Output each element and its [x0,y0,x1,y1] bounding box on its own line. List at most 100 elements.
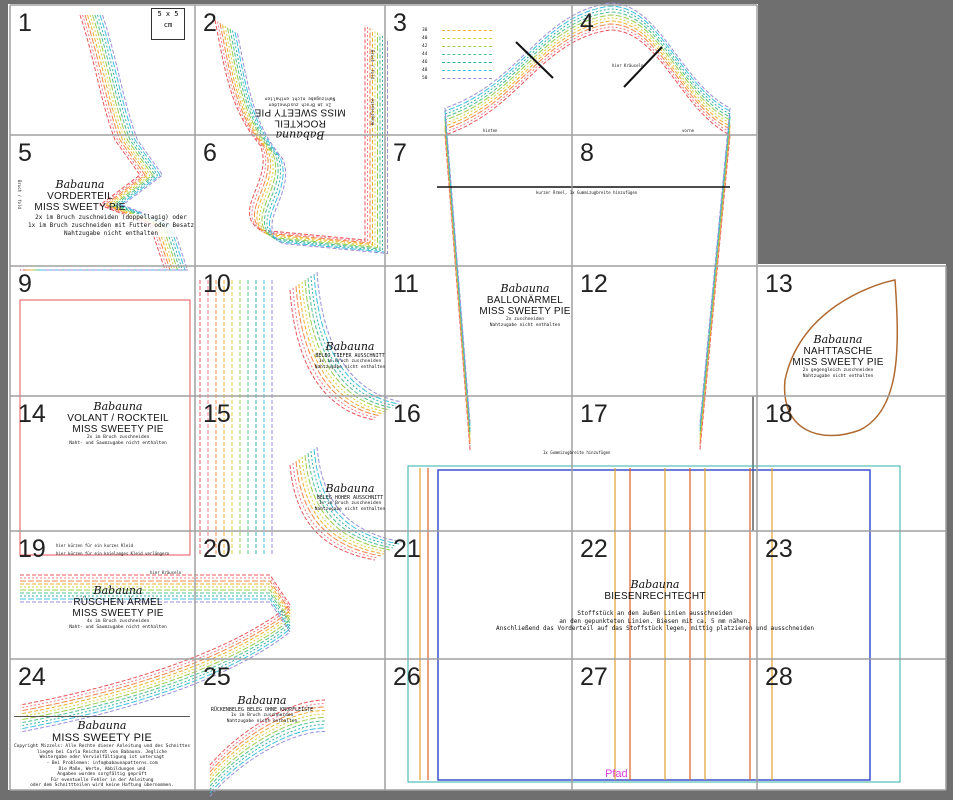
piece-note: Nahtzugabe nicht enthalten [264,95,336,101]
vorderteil-outline [30,14,176,271]
piece-label-nahttasche: Babauna NAHTTASCHE MISS SWEETY PIE 2x ge… [792,333,883,379]
rockteil-outline [229,28,381,250]
gather-label: hier Kräuseln [612,63,644,68]
ruckenbeleg-outline [209,731,326,797]
legend-line [442,37,492,39]
page-number: 20 [203,535,231,563]
path-label[interactable]: Pfad [605,768,628,780]
piece-note: Naht- und Saumzugabe nicht enthalten [69,624,167,630]
piece-note: 1x im Bruch zuschneiden [318,501,382,507]
legend-size: 42 [422,43,428,49]
vorderteil-outline [42,14,189,271]
page-number: 12 [580,270,608,298]
ruckenbeleg-outline [209,727,326,794]
ruschen-outline [19,592,291,724]
piece-label-ruckenbeleg: Babauna RÜCKENBELEG BELEG OHNE KNOPFLEIS… [211,694,313,725]
beleg-hoch-outline [292,462,379,559]
ruckenbeleg-outline [209,710,326,776]
legend-row: 42 [422,42,492,50]
page-number: 21 [393,535,421,563]
beleg-tief-outline [304,279,391,411]
ballonarmel-outline [444,11,731,433]
piece-title: VOLANT / ROCKTEIL [67,413,169,424]
vorderteil-outline [32,14,179,271]
piece-notes-vorderteil: 2x im Bruch zuschneiden (doppellagig) od… [28,214,195,238]
page-number: 26 [393,663,421,691]
back-label: hinten [483,128,498,133]
legend-row: 38 [422,26,492,34]
ballonarmel-outline [444,14,731,436]
rockteil-outline [219,22,371,244]
copyright-line: Die Maße, Werte, Abbildungen und [58,766,146,772]
ruckenbeleg-outline [209,713,326,780]
page-number: 7 [393,139,407,167]
scale-box-unit: cm [163,21,173,29]
nahttasche-outline [783,279,898,437]
brand-logo: Babauna [630,578,680,591]
beleg-tief-outline [301,281,388,413]
legend-row: 40 [422,34,492,42]
ballonarmel-outline [444,29,731,451]
beleg-tief-outline [310,275,397,407]
vorderteil-outline [25,14,171,271]
vorderteil-outline [22,14,169,271]
ruckenbeleg-outline [209,720,326,787]
page-number: 8 [580,139,594,167]
piece-title: NAHTTASCHE [803,346,873,357]
piece-title: RÜCKENBELEG BELEG OHNE KNOPFLEISTE [210,707,314,713]
vorderteil-outline [35,14,181,271]
page-number: 5 [18,139,32,167]
page-number: 18 [765,400,793,428]
page-number: 6 [203,139,217,167]
legend-size: 38 [422,27,428,33]
scale-test-square: 5 x 5 cm [151,8,185,40]
beleg-tief-outline [307,277,394,409]
piece-label-volant: Babauna VOLANT / ROCKTEIL MISS SWEETY PI… [67,400,169,446]
piece-label-rockteil: Babauna ROCKTEIL MISS SWEETY PIE 2x im B… [254,95,346,142]
ruckenbeleg-outline [209,717,326,783]
shorten-label: hier kürzen für ein kurzes Kleid [56,543,134,548]
piece-note: Nahtzugabe nicht enthalten [489,322,561,328]
fold-label: Bruch / fold [370,50,375,79]
notch-mark [515,41,554,79]
ruschen-outline [19,586,291,718]
piece-label-ballonarmel: Babauna BALLONÄRMEL MISS SWEETY PIE 2x z… [479,282,570,328]
beleg-tief-outline [289,289,376,421]
legend-size: 48 [422,67,428,73]
piece-note: 1x im Bruch zuschneiden mit Futter oder … [28,221,195,230]
vorderteil-outline [27,14,174,271]
beleg-hoch-outline [298,458,385,555]
piece-subtitle: MISS SWEETY PIE [254,106,346,118]
volant-outline [19,299,191,556]
paper-pages [8,4,946,790]
piece-subtitle: MISS SWEETY PIE [792,357,884,368]
legend-row: 44 [422,50,492,58]
biesen-blue-rect [437,469,871,781]
legend-line [442,29,492,31]
piece-note: 2x im Bruch zuschneiden (doppellagig) od… [28,214,194,222]
brand-logo: Babauna [325,340,375,353]
page-number: 3 [393,9,407,37]
hem-label: 1x Gummizugbreite hinzufügen [543,450,611,455]
ruschen-outline [19,580,291,712]
rockteil-outline [237,33,388,255]
brand-logo: Babauna [275,128,325,142]
ballonarmel-outline [444,20,731,442]
brand-logo: Babauna [93,400,143,413]
page-number: 22 [580,535,608,563]
scale-box-size: 5 x 5 [157,10,179,18]
beleg-hoch-outline [301,456,388,553]
page-number: 10 [203,270,231,298]
piece-subtitle: MISS SWEETY PIE [72,424,164,435]
copyright-line: Für eventuelle Fehler in der Anleitung [50,777,154,783]
piece-label-beleg-hoch: Babauna BELEG HOHER AUSSCHNITT 1x im Bru… [315,482,385,513]
copyright-line: liegen bei Carla Reichardt von Babauna. … [36,749,168,755]
page-number: 24 [18,663,46,691]
piece-note: Nahtzugabe nicht enthalten [28,229,194,238]
ruschen-outline [19,601,291,733]
page-number: 25 [203,663,231,691]
page-number: 19 [18,535,46,563]
page-number: 23 [765,535,793,563]
piece-subtitle: MISS SWEETY PIE [34,202,126,213]
